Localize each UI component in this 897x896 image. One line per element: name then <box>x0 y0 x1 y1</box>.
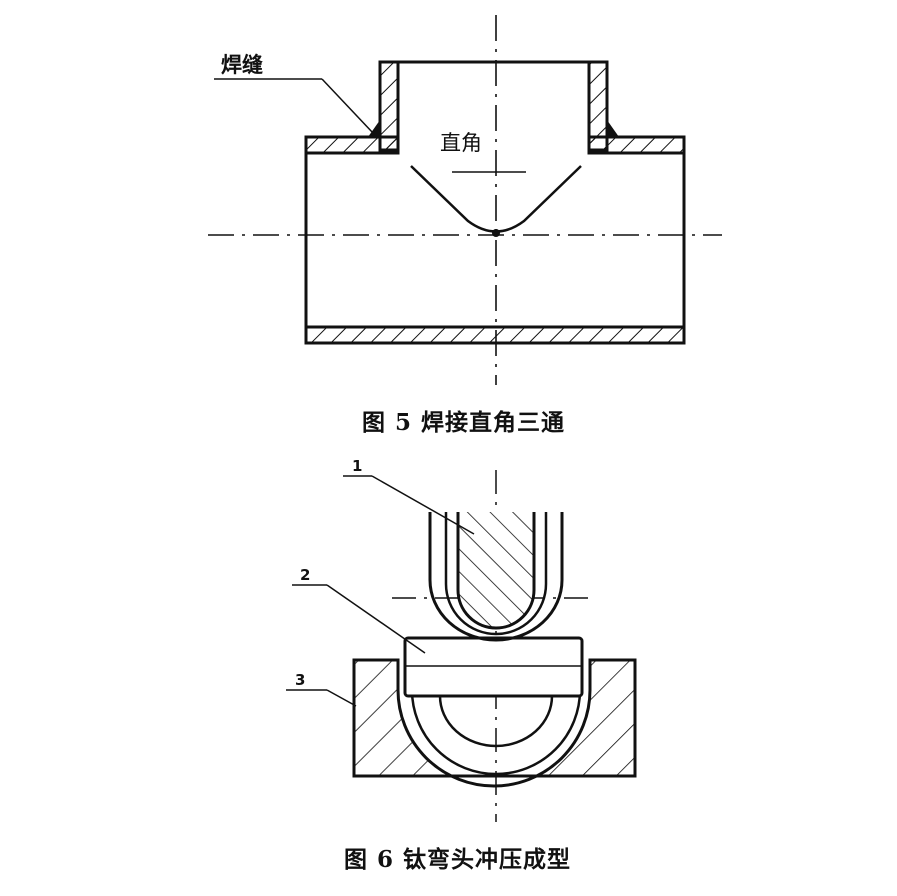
figure-6-caption: 图 6 钛弯头冲压成型 <box>343 846 572 873</box>
stamping-diagram: 1 2 3 <box>286 457 637 822</box>
weld-leader-diagonal <box>321 78 374 134</box>
leader-3-diagonal <box>326 689 357 707</box>
punch <box>456 512 536 630</box>
label-2: 2 <box>300 566 310 584</box>
weld-left <box>368 120 380 137</box>
weld-right <box>607 120 619 137</box>
blank <box>403 636 584 698</box>
figure-5-caption: 图 5 焊接直角三通 <box>361 409 566 436</box>
tube-inner <box>444 512 548 636</box>
intersection-point <box>492 229 500 237</box>
weld-label: 焊缝 <box>221 53 263 77</box>
label-1: 1 <box>352 457 362 475</box>
leader-1-diagonal <box>371 475 475 535</box>
main-bottom-wall <box>304 325 686 345</box>
leader-2-diagonal <box>326 584 426 654</box>
tube-outer <box>428 512 564 642</box>
formed-elbow-inner <box>438 695 554 748</box>
right-angle-label: 直角 <box>440 131 482 155</box>
main-top-left-wall <box>304 135 400 155</box>
label-3: 3 <box>295 671 305 689</box>
main-top-right-wall <box>587 135 686 155</box>
tee-diagram: 焊缝 直角 <box>208 15 722 385</box>
formed-elbow-outer <box>410 689 582 776</box>
